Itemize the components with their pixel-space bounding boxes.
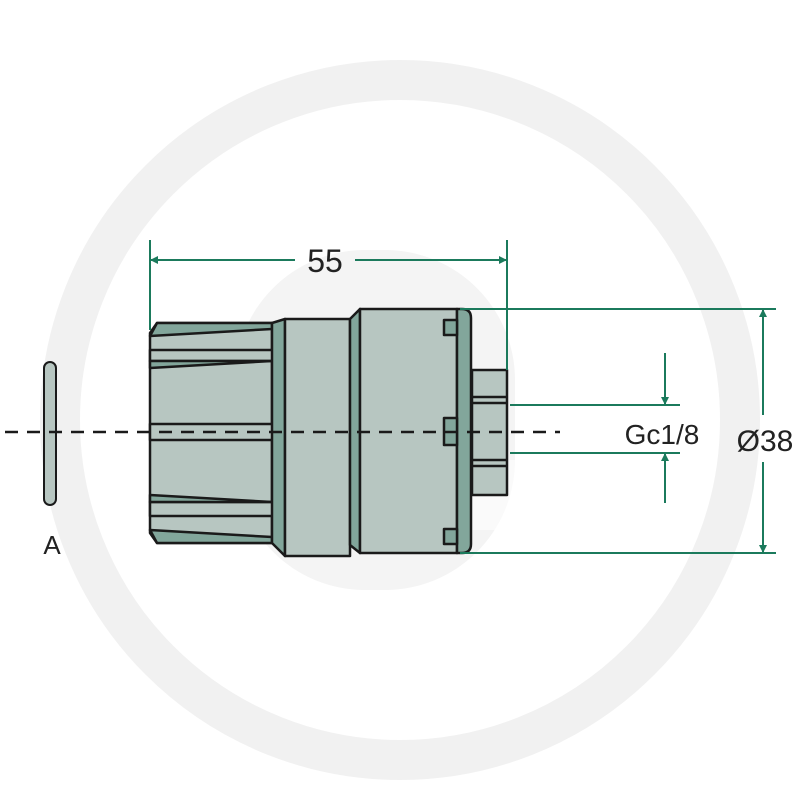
seal-ring bbox=[43, 361, 57, 506]
thread-dimension bbox=[510, 353, 680, 503]
length-dimension bbox=[149, 240, 508, 370]
diameter-value: Ø38 bbox=[737, 425, 794, 458]
thread-value: Gc1/8 bbox=[625, 419, 700, 450]
seal-label: A bbox=[43, 530, 61, 560]
diameter-dimension bbox=[460, 308, 776, 554]
length-value: 55 bbox=[307, 243, 343, 279]
